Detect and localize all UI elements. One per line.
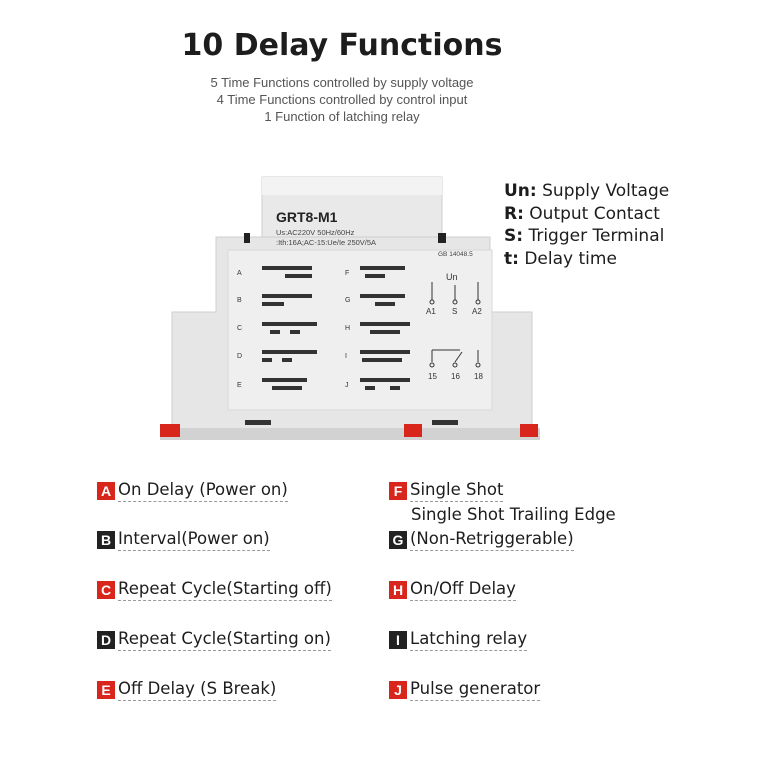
legend-s: S: Trigger Terminal	[504, 226, 665, 246]
svg-text:D: D	[237, 353, 242, 360]
function-a-label: On Delay (Power on)	[118, 480, 288, 502]
badge-e: E	[97, 681, 115, 699]
svg-text:I: I	[345, 353, 347, 360]
svg-text:Un: Un	[446, 272, 458, 282]
badge-f: F	[389, 482, 407, 500]
function-f-label: Single Shot	[410, 480, 504, 502]
svg-text:A: A	[237, 270, 242, 277]
svg-text:C: C	[237, 325, 242, 332]
svg-text:J: J	[345, 382, 349, 389]
subtitle-line-1: 5 Time Functions controlled by supply vo…	[210, 75, 474, 90]
svg-text:H: H	[345, 325, 350, 332]
device-spec-2: :Ith:16A;AC-15:Ue/Ie 250V/5A	[276, 238, 376, 247]
svg-text:16: 16	[451, 372, 460, 381]
badge-i: I	[389, 631, 407, 649]
function-a: A On Delay (Power on)	[97, 480, 288, 502]
svg-text:A2: A2	[472, 307, 482, 316]
badge-d: D	[97, 631, 115, 649]
svg-text:A1: A1	[426, 307, 436, 316]
function-c-label: Repeat Cycle(Starting off)	[118, 579, 332, 601]
badge-a: A	[97, 482, 115, 500]
function-d: D Repeat Cycle(Starting on)	[97, 629, 331, 651]
function-j: J Pulse generator	[389, 679, 541, 701]
function-c: C Repeat Cycle(Starting off)	[97, 579, 332, 601]
badge-g: G	[389, 531, 407, 549]
page-title: 10 Delay Functions	[181, 28, 503, 63]
function-e-label: Off Delay (S Break)	[118, 679, 277, 701]
svg-text:15: 15	[428, 372, 437, 381]
legend-t: t: Delay time	[504, 248, 617, 269]
timing-diagrams-left: A B C D E	[237, 266, 317, 390]
svg-text:E: E	[237, 382, 242, 389]
legend-un: Un: Supply Voltage	[504, 181, 670, 201]
badge-h: H	[389, 581, 407, 599]
subtitle-line-3: 1 Function of latching relay	[264, 109, 420, 124]
svg-text:18: 18	[474, 372, 483, 381]
legend-r: R: Output Contact	[504, 203, 660, 224]
function-b: B Interval(Power on)	[97, 529, 270, 551]
function-j-label: Pulse generator	[410, 679, 541, 701]
function-d-label: Repeat Cycle(Starting on)	[118, 629, 331, 651]
svg-text:S: S	[452, 307, 457, 316]
function-h-label: On/Off Delay	[410, 579, 516, 601]
device-model: GRT8-M1	[276, 209, 338, 225]
svg-text:G: G	[345, 297, 350, 304]
function-g: G (Non-Retriggerable)	[389, 529, 574, 551]
device-standard: GB 14048.5	[438, 251, 473, 258]
device-spec-1: Us:AC220V 50Hz/60Hz	[276, 228, 355, 237]
function-g-label: (Non-Retriggerable)	[410, 529, 574, 551]
legend: Un: Supply Voltage R: Output Contact S: …	[504, 180, 669, 270]
red-clip-right	[520, 424, 538, 437]
function-i-label: Latching relay	[410, 629, 528, 651]
function-f: F Single Shot	[389, 480, 504, 502]
timing-diagrams-right: F G H I J	[345, 266, 410, 390]
svg-text:F: F	[345, 270, 349, 277]
function-b-label: Interval(Power on)	[118, 529, 270, 551]
terminal-schematic	[429, 282, 481, 368]
svg-text:B: B	[237, 297, 242, 304]
badge-j: J	[389, 681, 407, 699]
function-e: E Off Delay (S Break)	[97, 679, 277, 701]
red-clip-left	[160, 424, 180, 437]
badge-c: C	[97, 581, 115, 599]
function-h: H On/Off Delay	[389, 579, 516, 601]
function-i: I Latching relay	[389, 629, 528, 651]
subtitle-line-2: 4 Time Functions controlled by control i…	[216, 92, 468, 107]
function-g-label-top: Single Shot Trailing Edge	[411, 505, 616, 524]
badge-b: B	[97, 531, 115, 549]
red-clip-mid	[404, 424, 422, 437]
